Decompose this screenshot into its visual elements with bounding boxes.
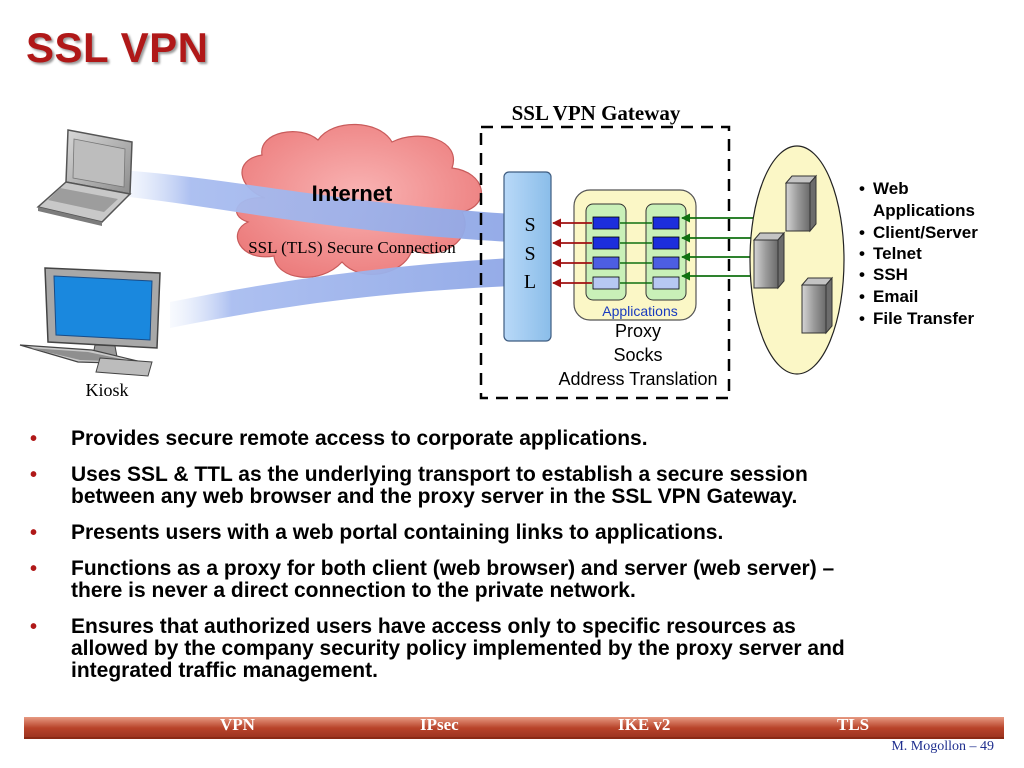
server-to-proxy-arrows bbox=[681, 213, 762, 281]
server-app-item: Applications bbox=[873, 201, 975, 220]
server-app-item: Email bbox=[873, 287, 918, 306]
server-icon bbox=[752, 231, 786, 290]
bullet-text: there is never a direct connection to th… bbox=[71, 579, 636, 602]
proxy-internal-links bbox=[620, 222, 652, 284]
proxy-function-proxy: Proxy bbox=[615, 321, 661, 341]
kiosk-label: Kiosk bbox=[85, 380, 128, 400]
footer-bar: VPN IPsec IKE v2 TLS bbox=[24, 715, 1004, 739]
applications-proxy-box bbox=[573, 189, 697, 321]
ssl-letter-l: L bbox=[524, 271, 536, 293]
server-app-item: Telnet bbox=[873, 244, 922, 263]
ssl-module bbox=[503, 171, 552, 342]
server-icon bbox=[800, 276, 834, 335]
bullet-item: • Ensures that authorized users have acc… bbox=[30, 616, 990, 682]
bullet-item: • Functions as a proxy for both client (… bbox=[30, 558, 990, 602]
page-number: M. Mogollon – 49 bbox=[891, 739, 994, 754]
bullet-text: between any web browser and the proxy se… bbox=[71, 485, 798, 508]
bullet-text: Functions as a proxy for both client (we… bbox=[71, 557, 835, 580]
bullet-dot: • bbox=[30, 464, 38, 486]
applications-label: Applications bbox=[602, 303, 678, 319]
bullet-text: Ensures that authorized users have acces… bbox=[71, 615, 796, 638]
bullet-item: • Uses SSL & TTL as the underlying trans… bbox=[30, 464, 990, 508]
kiosk-icon bbox=[19, 267, 161, 377]
bullet-dot: • bbox=[30, 522, 38, 544]
ssl-letter-s1: S bbox=[524, 214, 535, 236]
bullet-text: Uses SSL & TTL as the underlying transpo… bbox=[71, 463, 808, 486]
server-app-bullet: • bbox=[859, 309, 865, 328]
server-app-bullet: • bbox=[859, 179, 865, 198]
footer-item-ipsec: IPsec bbox=[420, 715, 459, 734]
footer-item-ike-v2: IKE v2 bbox=[618, 715, 671, 734]
bullet-item: • Presents users with a web portal conta… bbox=[30, 521, 990, 545]
ssl-vpn-diagram: Internet SSL (TLS) Secure Connection Kio… bbox=[19, 101, 978, 400]
proxy-function-socks: Socks bbox=[613, 345, 662, 365]
internet-label: Internet bbox=[312, 181, 393, 206]
server-app-bullet: • bbox=[859, 265, 865, 284]
server-app-bullet: • bbox=[859, 244, 865, 263]
footer-item-vpn: VPN bbox=[220, 715, 255, 734]
bullet-text: Presents users with a web portal contain… bbox=[71, 521, 724, 544]
laptop-icon bbox=[36, 129, 133, 226]
ssl-vpn-gateway-box bbox=[479, 125, 731, 400]
slide-title: SSL VPN bbox=[26, 24, 209, 71]
footer-item-tls: TLS bbox=[837, 715, 870, 734]
proxy-to-ssl-arrows bbox=[552, 218, 592, 288]
ssl-tunnel-upper bbox=[120, 170, 512, 242]
server-app-item: File Transfer bbox=[873, 309, 974, 328]
server-app-bullet: • bbox=[859, 287, 865, 306]
bullet-text: Provides secure remote access to corpora… bbox=[71, 427, 648, 450]
bullet-dot: • bbox=[30, 616, 38, 638]
proxy-function-address-translation: Address Translation bbox=[558, 369, 717, 389]
server-app-item: Client/Server bbox=[873, 223, 978, 242]
bullet-list: • Provides secure remote access to corpo… bbox=[30, 428, 990, 696]
connection-label: SSL (TLS) Secure Connection bbox=[248, 238, 456, 257]
proxy-channel-squares bbox=[592, 216, 680, 290]
bullet-text: allowed by the company security policy i… bbox=[71, 637, 845, 660]
server-app-list: • Web Applications • Client/Server • Tel… bbox=[859, 179, 978, 328]
bullet-item: • Provides secure remote access to corpo… bbox=[30, 427, 990, 451]
server-icon bbox=[784, 174, 818, 233]
bullet-dot: • bbox=[30, 428, 38, 450]
gateway-title: SSL VPN Gateway bbox=[512, 101, 681, 125]
ssl-tunnel-lower bbox=[170, 258, 512, 328]
server-app-item: Web bbox=[873, 179, 909, 198]
server-app-bullet: • bbox=[859, 223, 865, 242]
bullet-text: integrated traffic management. bbox=[71, 659, 378, 682]
ssl-letter-s2: S bbox=[524, 243, 535, 265]
server-app-item: SSH bbox=[873, 265, 908, 284]
bullet-dot: • bbox=[30, 558, 38, 580]
